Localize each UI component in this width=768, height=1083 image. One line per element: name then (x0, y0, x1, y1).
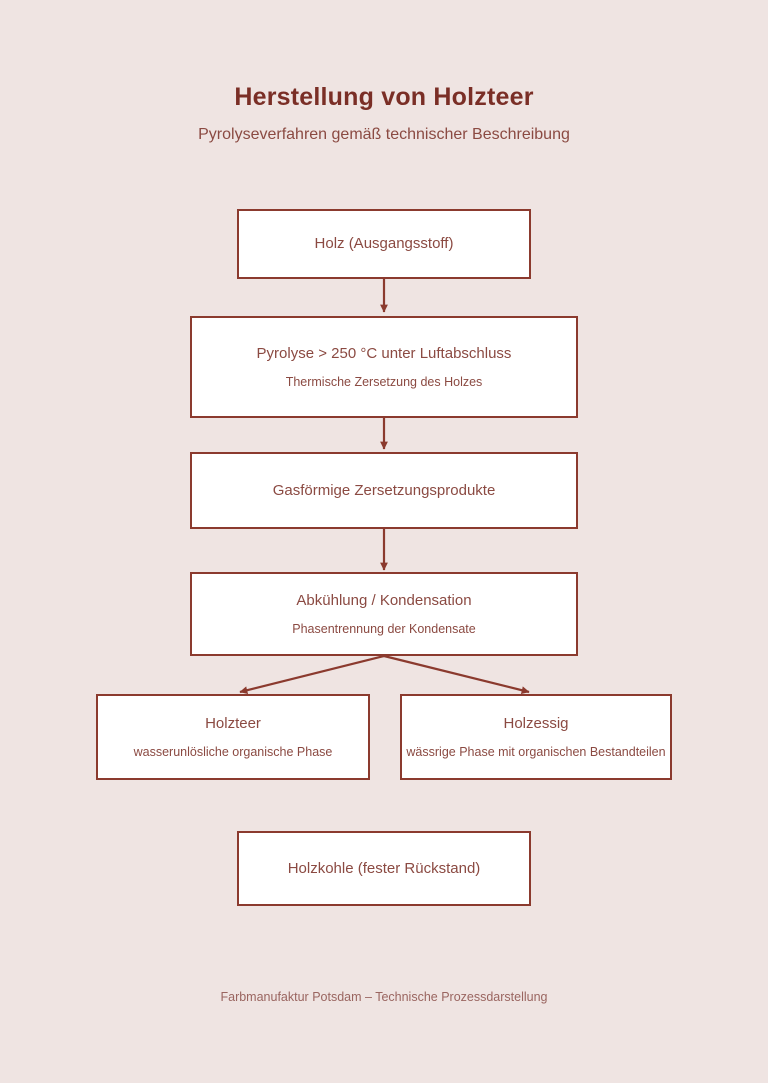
node-kondensation[interactable]: Abkühlung / Kondensation Phasentrennung … (190, 572, 578, 656)
node-holz-title: Holz (Ausgangsstoff) (314, 235, 454, 253)
node-holzteer-subtitle: wasserunlösliche organische Phase (133, 745, 333, 760)
node-kondensation-title: Abkühlung / Kondensation (296, 591, 472, 609)
node-holz[interactable]: Holz (Ausgangsstoff) (237, 209, 531, 279)
edge-kondensation-to-holzteer (239, 654, 385, 694)
node-holzkohle[interactable]: Holzkohle (fester Rückstand) (237, 831, 531, 906)
node-pyrolyse-subtitle: Thermische Zersetzung des Holzes (285, 375, 483, 390)
edge-kondensation-to-holzessig (383, 654, 530, 695)
node-kondensation-subtitle: Phasentrennung der Kondensate (292, 622, 476, 637)
node-holzessig[interactable]: Holzessig wässrige Phase mit organischen… (400, 694, 672, 780)
node-holzteer-title: Holzteer (205, 714, 261, 732)
footer-caption: Farbmanufaktur Potsdam – Technische Proz… (220, 990, 548, 1004)
node-holzteer[interactable]: Holzteer wasserunlösliche organische Pha… (96, 694, 370, 780)
node-pyrolyse-title: Pyrolyse > 250 °C unter Luftabschluss (256, 344, 512, 362)
node-holzessig-subtitle: wässrige Phase mit organischen Bestandte… (406, 745, 666, 760)
node-gase[interactable]: Gasförmige Zersetzungsprodukte (190, 452, 578, 529)
node-holzessig-title: Holzessig (503, 714, 569, 732)
node-holzkohle-title: Holzkohle (fester Rückstand) (287, 859, 481, 877)
node-pyrolyse[interactable]: Pyrolyse > 250 °C unter Luftabschluss Th… (190, 316, 578, 418)
page-subtitle: Pyrolyseverfahren gemäß technischer Besc… (198, 126, 570, 143)
node-gase-title: Gasförmige Zersetzungsprodukte (272, 481, 496, 499)
page-title: Herstellung von Holzteer (234, 83, 534, 111)
